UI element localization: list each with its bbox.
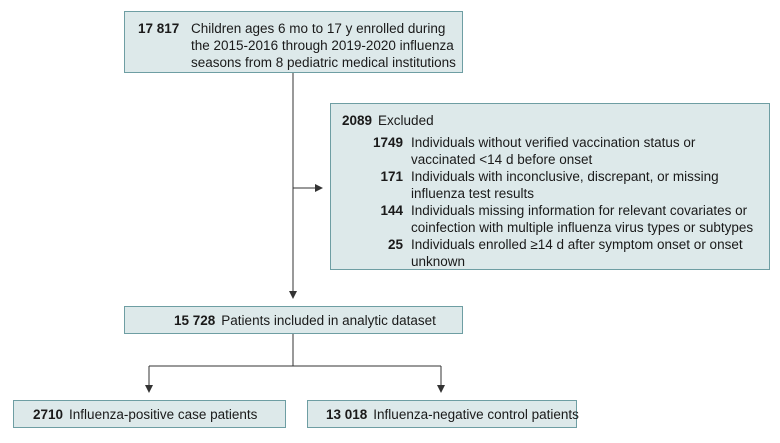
exclusion-item-text: Individuals enrolled ≥14 d after symptom… <box>411 237 743 269</box>
excluded-header: 2089 Excluded <box>342 112 434 129</box>
exclusion-item-count: 25 <box>387 237 403 252</box>
negative-box: 13 018 Influenza-negative control patient… <box>307 400 579 428</box>
exclusion-item-count: 144 <box>380 203 403 218</box>
analytic-count: 15 728 <box>174 313 216 328</box>
negative-text: Influenza-negative control patients <box>373 407 579 422</box>
negative-count: 13 018 <box>326 407 368 422</box>
exclusion-item-count: 171 <box>380 169 403 184</box>
analytic-box: 15 728 Patients included in analytic data… <box>124 306 463 334</box>
exclusion-item-text: Individuals with inconclusive, discrepan… <box>411 169 719 201</box>
exclusion-item-count: 1749 <box>372 135 403 150</box>
positive-box: 2710 Influenza-positive case patients <box>13 400 286 428</box>
exclusion-item-text: Individuals missing information for rele… <box>411 203 754 235</box>
exclusion-item-text: Individuals without verified vaccination… <box>411 135 696 167</box>
enrolled-box: 17 817 Children ages 6 mo to 17 y enroll… <box>124 11 463 73</box>
positive-text: Influenza-positive case patients <box>69 407 258 422</box>
enrolled-count: 17 817 <box>138 21 180 36</box>
analytic-text: Patients included in analytic dataset <box>221 313 436 328</box>
excluded-box: 2089 Excluded 1749 Individuals without ve… <box>330 103 770 270</box>
excluded-count: 2089 <box>342 113 373 128</box>
positive-count: 2710 <box>33 407 64 422</box>
excluded-label: Excluded <box>378 113 434 128</box>
enrolled-text: Children ages 6 mo to 17 y enrolled duri… <box>191 21 456 70</box>
